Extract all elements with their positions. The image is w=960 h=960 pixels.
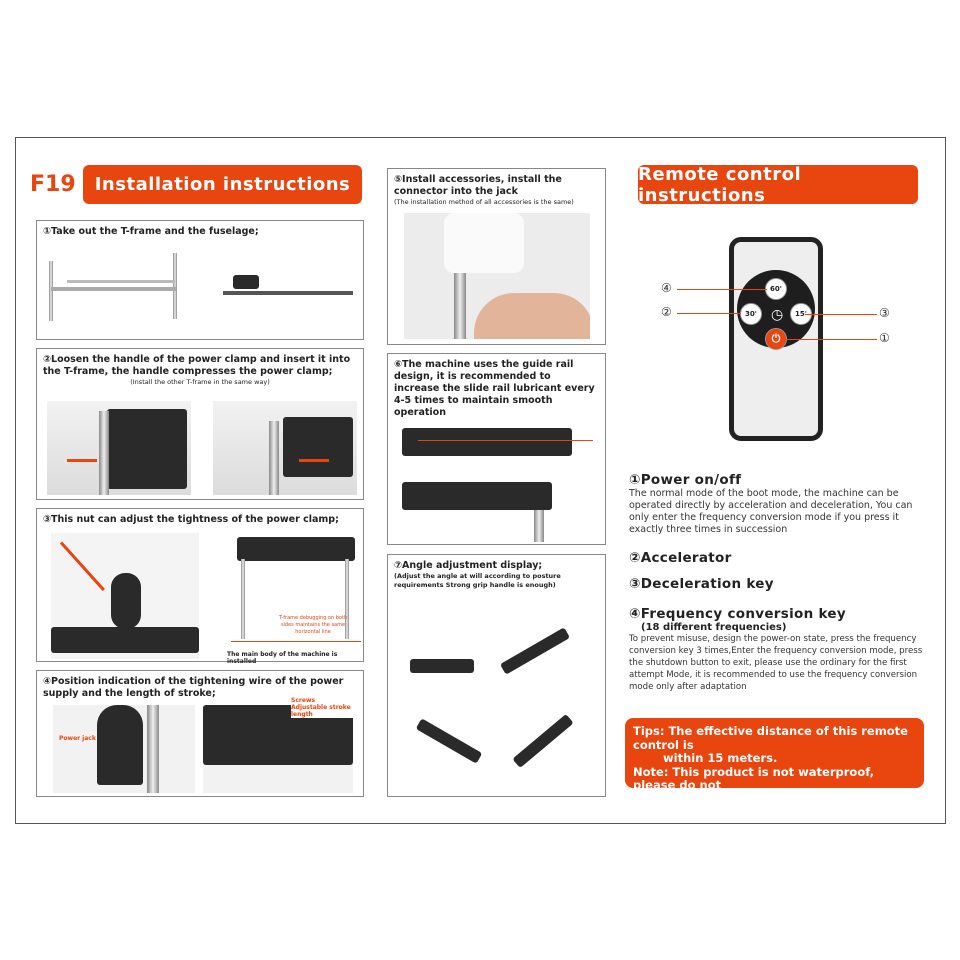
step-title: ②Loosen the handle of the power clamp an… [43, 354, 351, 377]
level-line [231, 641, 361, 642]
angle-pose-3 [415, 718, 483, 764]
power-button-icon: ⏻ [765, 328, 787, 350]
power-key-text: The normal mode of the boot mode, the ma… [629, 488, 913, 535]
fuselage-image [223, 291, 353, 295]
nut-photo [51, 533, 199, 659]
step-2-panel: ②Loosen the handle of the power clamp an… [36, 348, 364, 500]
fuselage-image [233, 275, 259, 289]
model-label: F19 [30, 172, 76, 197]
step-3-panel: ③This nut can adjust the tightness of th… [36, 508, 364, 665]
guide-rail-image [402, 428, 572, 456]
accessory-photo [404, 213, 590, 339]
tips-box: Tips: The effective distance of this rem… [625, 718, 924, 805]
t-frame-image [51, 287, 176, 291]
leader-line [785, 339, 877, 340]
frequency-key-text: To prevent misuse, design the power-on s… [629, 634, 923, 692]
power-key-title: ①Power on/off [629, 472, 742, 488]
deceleration-15-button: 15' [790, 303, 812, 325]
note-line: wading. [667, 791, 719, 806]
frequency-key-title: ④Frequency conversion key [629, 606, 846, 622]
step-title: ⑤Install accessories, install the connec… [394, 174, 562, 197]
power-jack-photo [53, 705, 195, 793]
t-frame-image [49, 261, 53, 321]
step-note: (The installation method of all accessor… [394, 198, 574, 206]
angle-pose-4 [512, 713, 574, 769]
frequency-60-button: 60' [765, 278, 787, 300]
clamp-photo-2 [213, 401, 357, 495]
rail-leg [534, 510, 544, 542]
accelerator-30-button: 30' [740, 303, 762, 325]
installation-banner: Installation instructions [83, 165, 362, 204]
accelerator-title: ②Accelerator [629, 550, 732, 566]
callout-text: T-frame debugging on both sides maintain… [278, 615, 348, 635]
guide-rail-image [402, 482, 552, 510]
marker-3: ③ [879, 306, 890, 320]
step-7-panel: ⑦Angle adjustment display; (Adjust the a… [387, 554, 606, 797]
step-title: ⑦Angle adjustment display; [394, 560, 543, 571]
note-line: Note: This product is not waterproof, pl… [633, 764, 874, 792]
machine-leg [241, 559, 245, 639]
leader-line [805, 314, 877, 315]
marker-4: ④ [661, 281, 672, 295]
step-title: ⑥The machine uses the guide rail design,… [394, 359, 595, 418]
step-title: ①Take out the T-frame and the fuselage; [43, 226, 259, 237]
leader-line [677, 313, 741, 314]
step-note: (Install the other T-frame in the same w… [130, 378, 270, 386]
step-title: ③This nut can adjust the tightness of th… [43, 514, 339, 525]
page-frame [15, 137, 946, 824]
step-4-panel: ④Position indication of the tightening w… [36, 670, 364, 797]
tips-line: within 15 meters. [663, 751, 778, 765]
step-title: ④Position indication of the tightening w… [43, 676, 344, 699]
t-frame-image [173, 253, 177, 319]
step-note: (Adjust the angle at will according to p… [394, 572, 561, 589]
frequency-key-sub: (18 different frequencies) [641, 622, 787, 633]
stroke-screw-photo [203, 705, 353, 793]
step-1-panel: ①Take out the T-frame and the fuselage; [36, 220, 364, 340]
caption: The main body of the machine is installe… [227, 651, 338, 665]
clamp-photo-1 [47, 401, 191, 495]
rail-arrow [418, 440, 593, 441]
marker-1: ① [879, 331, 890, 345]
marker-2: ② [661, 305, 672, 319]
leader-line [677, 289, 767, 290]
machine-body-image [237, 537, 355, 561]
t-frame-image [67, 280, 175, 283]
power-jack-label: Power jack [59, 735, 96, 742]
angle-pose-1 [410, 659, 474, 673]
stroke-length-label: Adjustable stroke length [291, 704, 363, 718]
screws-label: Screws [291, 697, 316, 704]
step-6-panel: ⑥The machine uses the guide rail design,… [387, 353, 606, 545]
angle-pose-2 [499, 627, 571, 675]
machine-leg [345, 559, 349, 639]
key-descriptions: ①Power on/off The normal mode of the boo… [629, 472, 929, 693]
deceleration-title: ③Deceleration key [629, 576, 774, 592]
step-5-panel: ⑤Install accessories, install the connec… [387, 168, 606, 345]
tips-line: Tips: The effective distance of this rem… [633, 724, 908, 752]
clock-icon: ◷ [771, 307, 784, 323]
remote-banner: Remote control instructions [638, 164, 918, 206]
